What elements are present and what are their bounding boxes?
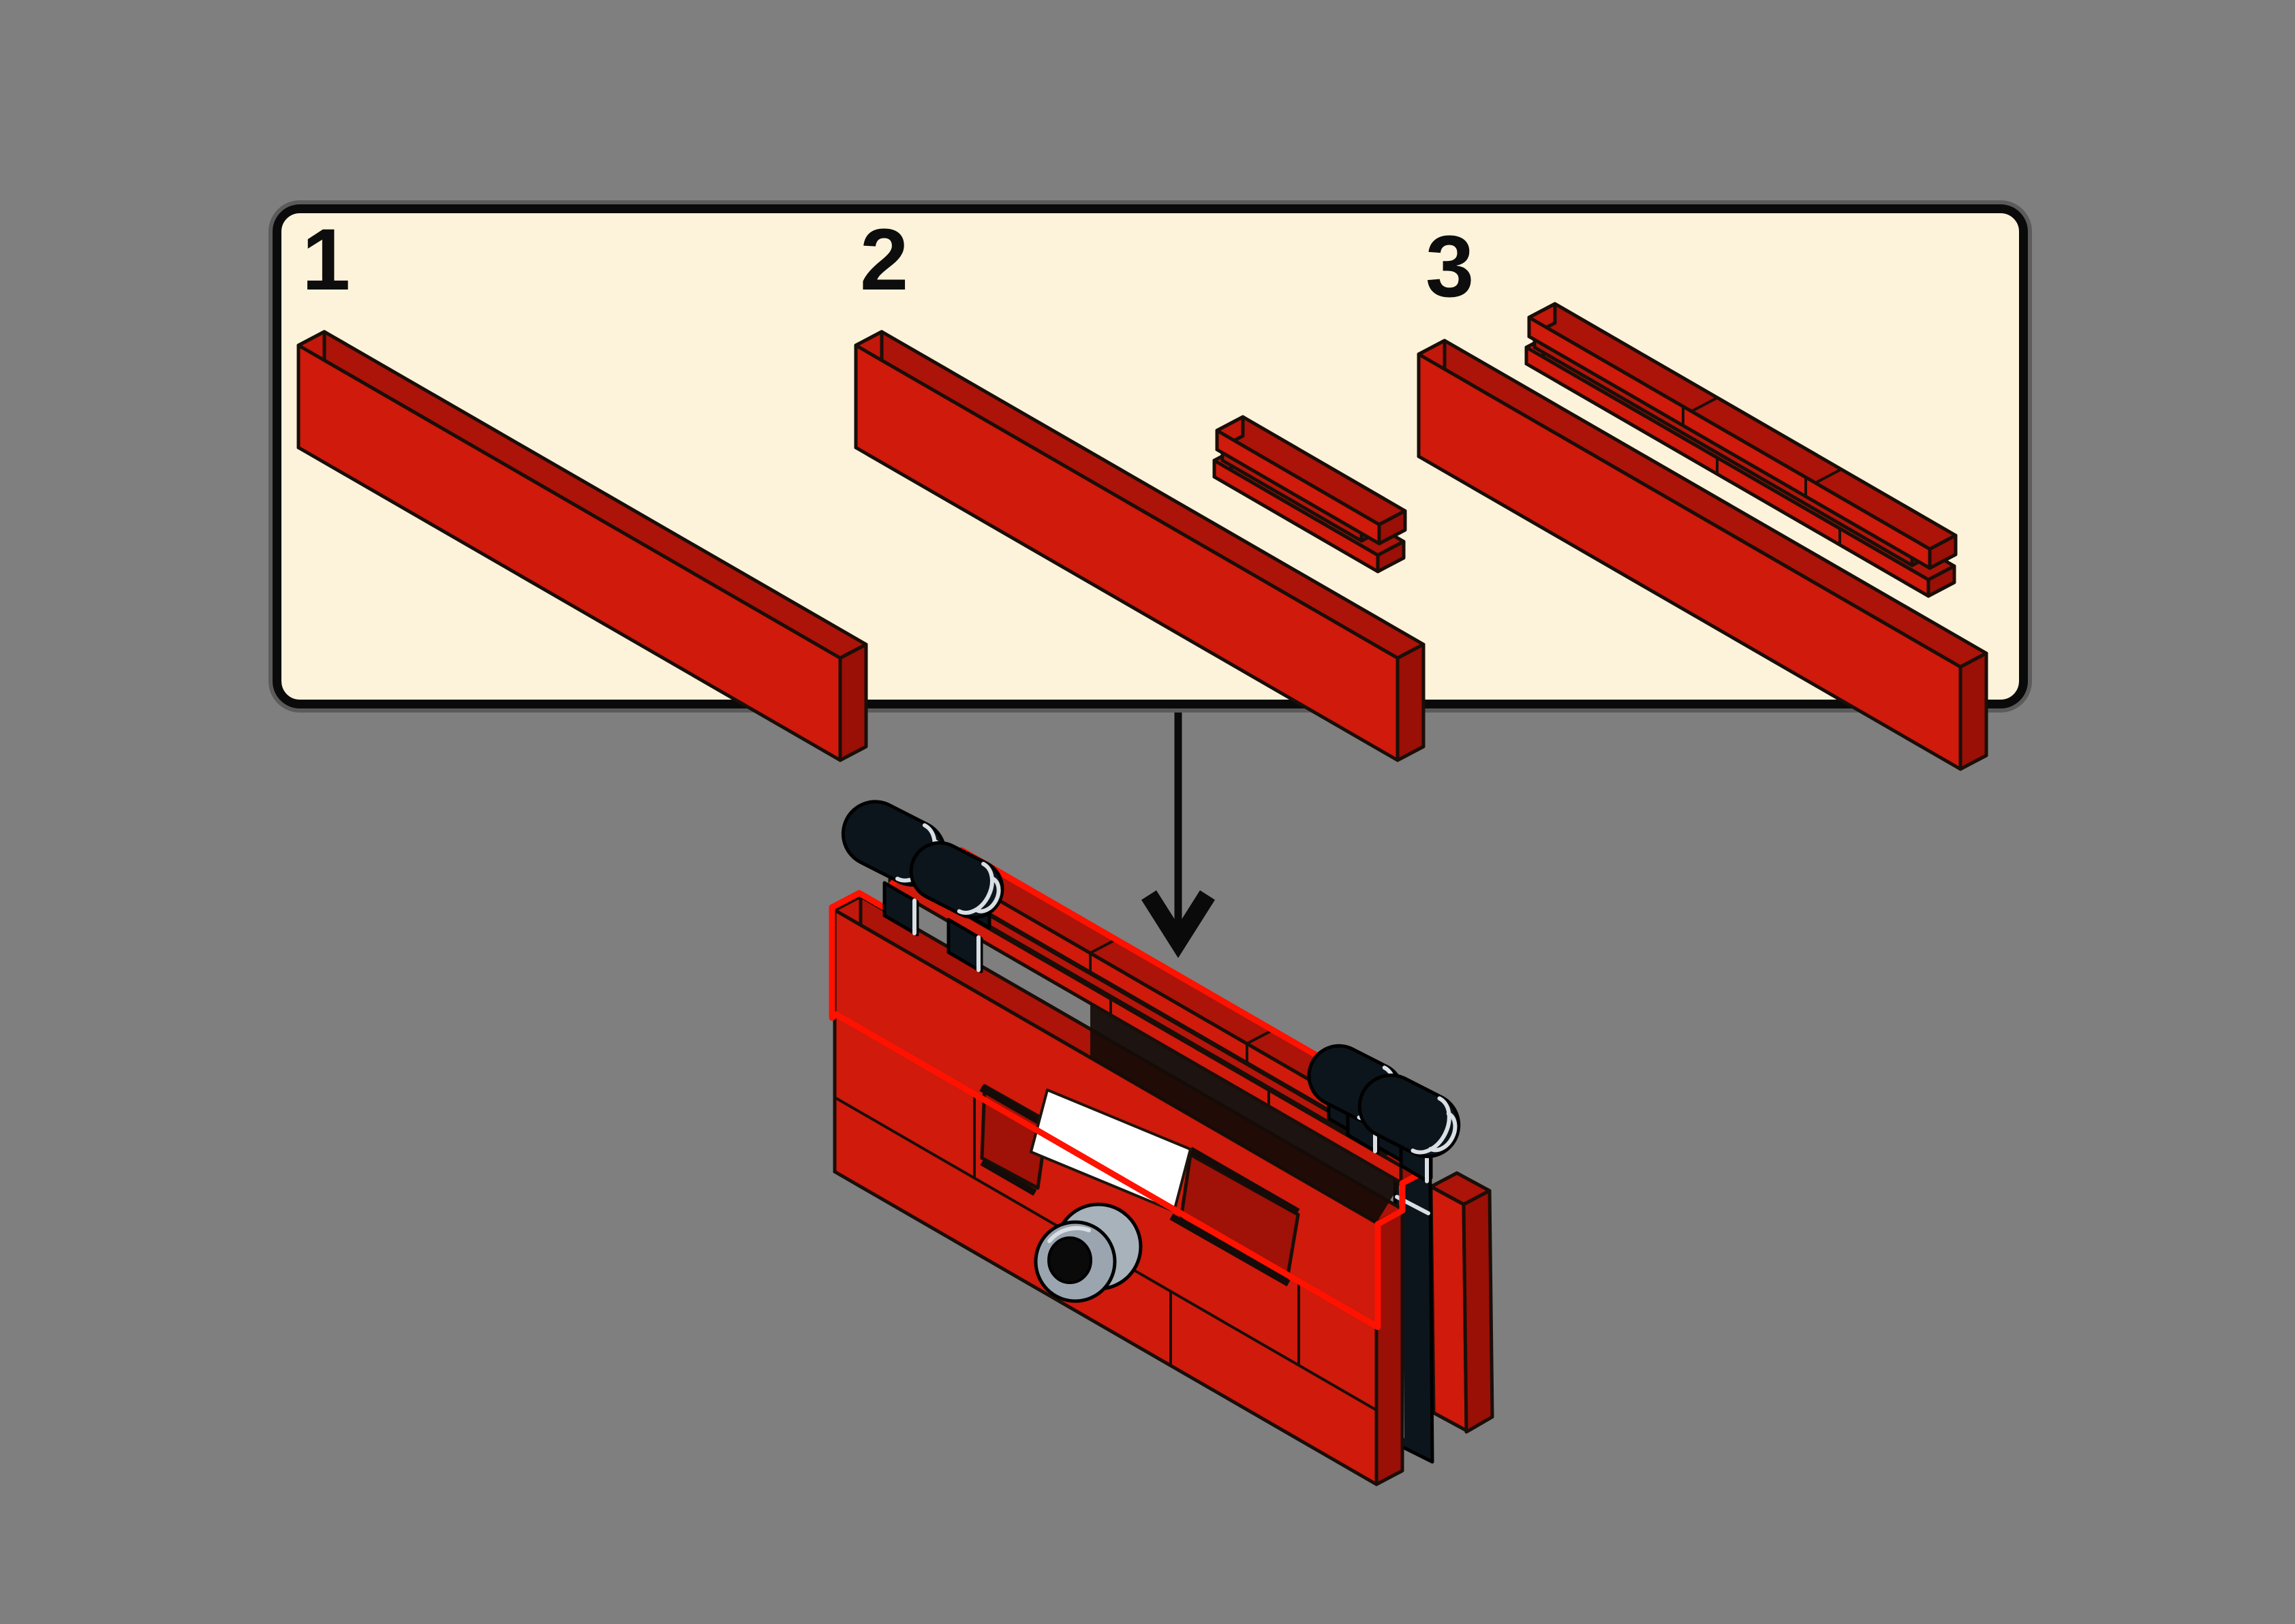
model-rail-shadow xyxy=(1090,1003,1401,1223)
model-left-hinge xyxy=(841,800,1004,973)
step-2-label: 2 xyxy=(860,211,909,309)
hinge-drum-icon xyxy=(1357,1073,1461,1159)
step-3-label: 3 xyxy=(1426,218,1475,315)
step-1-label: 1 xyxy=(302,211,351,309)
model-recessed-band xyxy=(979,1084,1300,1287)
hinge-drum-icon xyxy=(909,841,1004,920)
step-1-brick xyxy=(296,330,868,762)
step-3-rail-assembly xyxy=(1524,302,1958,598)
step-3-brick xyxy=(1417,339,1988,771)
step-2-rail-piece xyxy=(1212,415,1407,574)
model-right-hinge xyxy=(1307,1044,1461,1185)
step-2-brick xyxy=(854,330,1426,762)
assembly-arrow-icon xyxy=(1141,713,1215,958)
model-knob xyxy=(1034,1202,1143,1303)
model-back-red-slab xyxy=(1429,1171,1494,1434)
